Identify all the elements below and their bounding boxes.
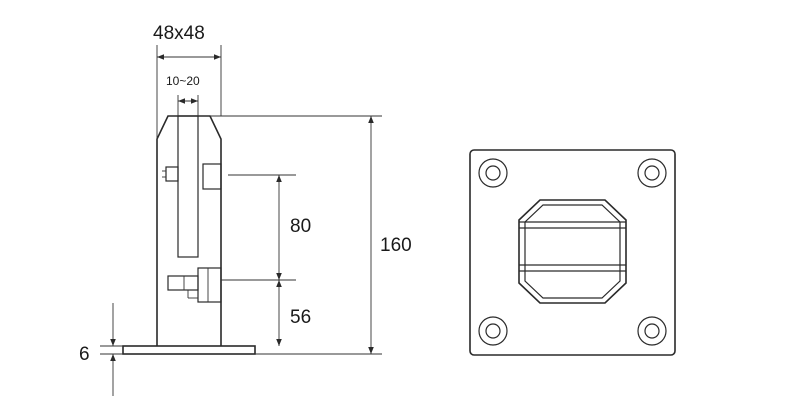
- width-label: 48x48: [153, 23, 205, 44]
- lower-spacing-label: 56: [290, 307, 311, 328]
- upper-spacing-label: 80: [290, 216, 311, 237]
- top-base-plate: [469, 149, 676, 356]
- glass-slot: [177, 115, 199, 258]
- dimension-lines: [100, 45, 382, 396]
- base-thickness-label: 6: [79, 344, 90, 365]
- top-view: [469, 149, 676, 356]
- lower-clamp-block: [197, 267, 222, 303]
- post-top: [518, 199, 627, 304]
- mounting-holes: [478, 158, 667, 346]
- side-view: [122, 115, 256, 355]
- upper-screw: [165, 166, 179, 182]
- base-plate: [122, 345, 256, 355]
- gap-label: 10~20: [166, 74, 200, 88]
- upper-clamp-block: [202, 163, 222, 190]
- lower-screw: [167, 275, 199, 291]
- post-body: [156, 115, 222, 346]
- height-label: 160: [380, 235, 412, 256]
- dimension-labels: 48x48 10~20 160 80 56 6: [79, 23, 412, 365]
